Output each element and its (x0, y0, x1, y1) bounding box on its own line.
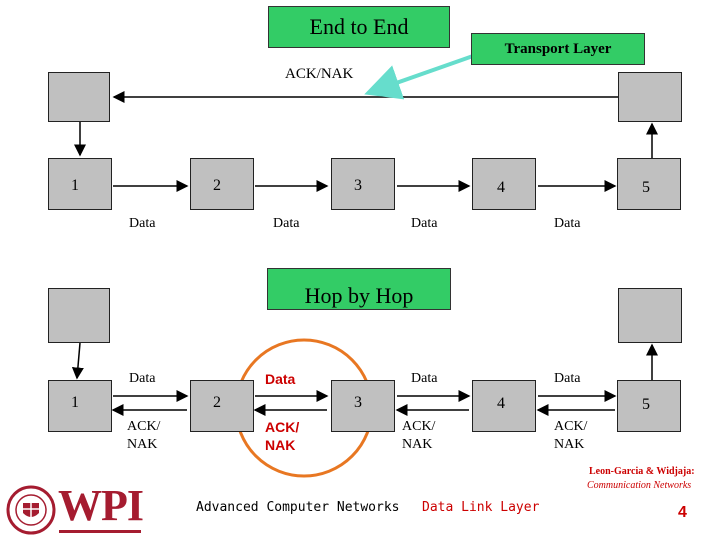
top-host-left (48, 72, 110, 122)
bottom-node-2-number: 2 (213, 394, 221, 411)
bottom-node-3-number: 3 (354, 394, 362, 411)
bottom-host-right (618, 288, 682, 343)
course-title: Advanced Computer Networks (196, 500, 400, 515)
top-node-2: 2 (190, 158, 254, 210)
hop-data-label-4: Data (554, 371, 581, 386)
hop-ack-label-4: ACK/ NAK (554, 419, 588, 452)
bottom-node-4-number: 4 (497, 395, 505, 412)
page-number: 4 (678, 504, 687, 521)
end-to-end-title: End to End (309, 14, 409, 39)
credit-book: Communication Networks (587, 480, 692, 491)
top-data-label-3: Data (411, 216, 438, 231)
hop-data-label-2: Data (265, 371, 296, 387)
hop-ack-label-3: ACK/ NAK (402, 419, 436, 452)
bottom-node-1-number: 1 (71, 394, 79, 411)
top-node-1-number: 1 (71, 177, 79, 194)
end-to-end-banner: End to End (268, 6, 450, 48)
top-data-label-4: Data (554, 216, 581, 231)
hop-by-hop-title: Hop by Hop (304, 283, 414, 308)
top-node-5-number: 5 (642, 179, 650, 196)
bottom-host-left (48, 288, 110, 343)
top-data-label-1: Data (129, 216, 156, 231)
top-node-5: 5 (617, 158, 681, 210)
bottom-host-left-down-arrow (71, 342, 84, 380)
bottom-node-3: 3 (331, 380, 395, 432)
bottom-node-2: 2 (190, 380, 254, 432)
top-node-3-number: 3 (354, 177, 362, 194)
hop-ack-label-2: ACK/ NAK (265, 419, 300, 453)
wpi-logo-underline (59, 530, 141, 533)
wpi-seal-icon (6, 485, 56, 535)
wpi-logo: WPI (58, 481, 144, 530)
top-node-4: 4 (472, 158, 536, 210)
hop-data-label-3: Data (411, 371, 438, 386)
hop-ack-label-1: ACK/ NAK (127, 419, 161, 452)
bottom-node-4: 4 (472, 380, 536, 432)
top-node-4-number: 4 (497, 179, 505, 196)
transport-layer-label: Transport Layer (504, 41, 612, 57)
top-host-right (618, 72, 682, 122)
end-to-end-ack-label: ACK/NAK (285, 66, 354, 82)
top-data-label-2: Data (273, 216, 300, 231)
top-node-2-number: 2 (213, 177, 221, 194)
bottom-node-1: 1 (48, 380, 112, 432)
transport-layer-banner: Transport Layer (471, 33, 645, 65)
bottom-node-5-number: 5 (642, 396, 650, 413)
transport-pointer-arrow (364, 54, 474, 100)
top-node-3: 3 (331, 158, 395, 210)
hop-by-hop-banner: Hop by Hop (267, 268, 451, 310)
bottom-node-5: 5 (617, 380, 681, 432)
hop-data-label-1: Data (129, 371, 156, 386)
top-node-1: 1 (48, 158, 112, 210)
layer-title: Data Link Layer (422, 500, 540, 515)
wpi-logo-text: WPI (58, 481, 144, 530)
credit-authors: Leon-Garcia & Widjaja: (589, 466, 695, 477)
